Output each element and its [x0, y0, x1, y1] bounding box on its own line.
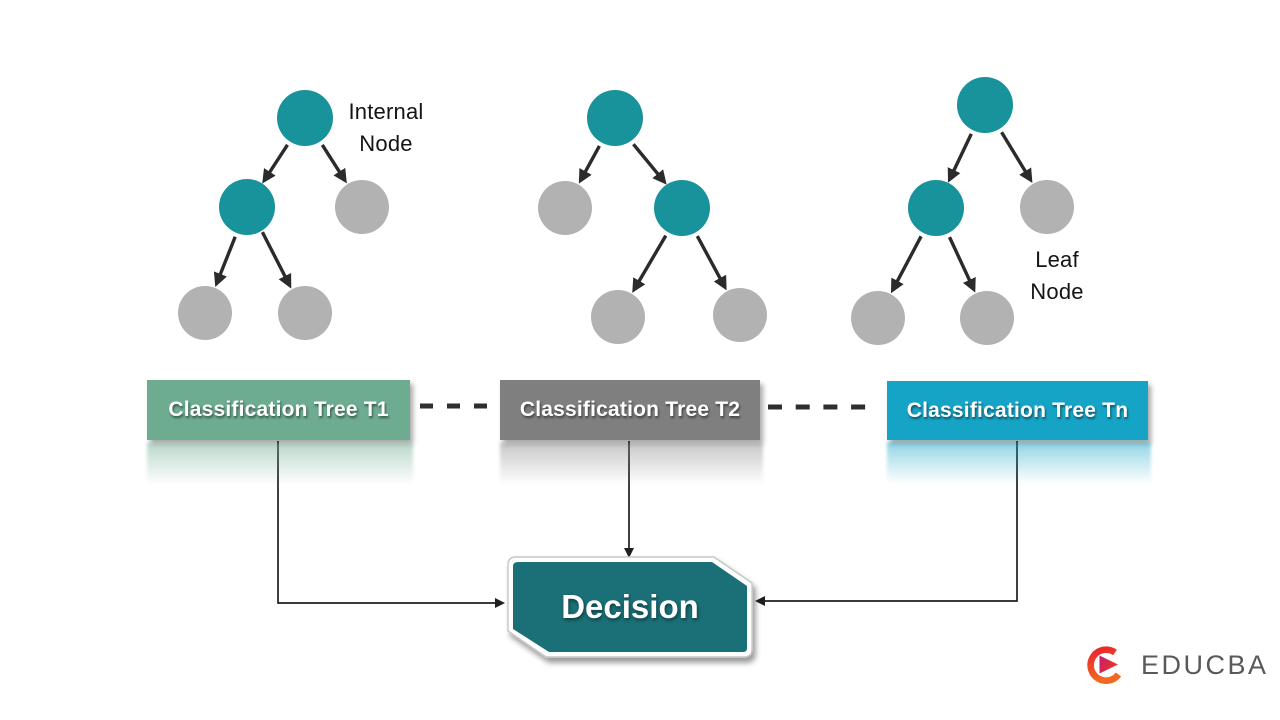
decision-shape — [507, 556, 753, 658]
connector-t1-decision — [277, 441, 505, 608]
internal-node-label-line1: Internal — [348, 99, 424, 124]
tree1-right-leaf-node — [335, 180, 389, 234]
tree1-edge-root-left — [262, 143, 289, 184]
tree1-leftleft-leaf-node — [178, 286, 232, 340]
classification-tree-t2-label: Classification Tree T2 — [519, 398, 741, 421]
classification-tree-tn-label: Classification Tree Tn — [906, 398, 1129, 422]
internal-node-label-line2: Node — [359, 131, 413, 156]
connector-tn-decision — [755, 441, 1018, 606]
tree1-root-internal-node — [277, 90, 333, 146]
tree3-right-leaf-node — [1020, 180, 1074, 234]
classification-tree-t1-label: Classification Tree T1 — [168, 398, 389, 421]
classification-tree-t1-box: Classification Tree T1 — [147, 380, 410, 440]
tree2-rightright-leaf-node — [713, 288, 767, 342]
tree3-root-internal-node — [957, 77, 1013, 133]
tree-2 — [538, 90, 767, 344]
tree1-edge-root-right — [320, 143, 347, 184]
tree-3 — [851, 77, 1074, 345]
tree2-edge-root-left — [578, 145, 601, 184]
tree2-edge-right-rightright — [695, 235, 727, 291]
tree3-edge-root-right — [1000, 131, 1033, 184]
tree2-rightleft-leaf-node — [591, 290, 645, 344]
tree2-right-internal-node — [654, 180, 710, 236]
educba-brand: EDUCBA — [1086, 641, 1269, 689]
decision-label: Decision — [561, 588, 699, 625]
tree1-left-internal-node — [219, 179, 275, 235]
tree3-edge-left-leftright — [947, 236, 976, 293]
tree3-edge-root-left — [947, 133, 973, 183]
leaf-node-label-line1: Leaf — [1035, 247, 1079, 272]
leaf-node-label-line2: Node — [1030, 279, 1084, 304]
tree3-leftleft-leaf-node — [851, 291, 905, 345]
tree1-edge-left-leftleft — [213, 236, 237, 287]
educba-brand-text: EDUCBA — [1141, 649, 1269, 680]
classification-tree-tn-box: Classification Tree Tn — [887, 381, 1148, 440]
tree3-edge-left-leftleft — [890, 235, 923, 294]
educba-logo-icon — [1087, 646, 1122, 684]
tree3-left-internal-node — [908, 180, 964, 236]
leaf-node-label: Leaf Node — [1011, 244, 1103, 308]
tree2-root-internal-node — [587, 90, 643, 146]
tree1-edge-left-leftright — [260, 231, 292, 289]
tree2-left-leaf-node — [538, 181, 592, 235]
tree2-edge-right-rightleft — [632, 234, 668, 293]
tree-1 — [178, 90, 389, 340]
tree1-leftright-leaf-node — [278, 286, 332, 340]
decision-fill — [513, 562, 747, 652]
tree3-leftright-leaf-node — [960, 291, 1014, 345]
tree2-edge-root-right — [632, 143, 667, 185]
internal-node-label: Internal Node — [338, 96, 434, 160]
classification-tree-t2-box: Classification Tree T2 — [500, 380, 760, 440]
